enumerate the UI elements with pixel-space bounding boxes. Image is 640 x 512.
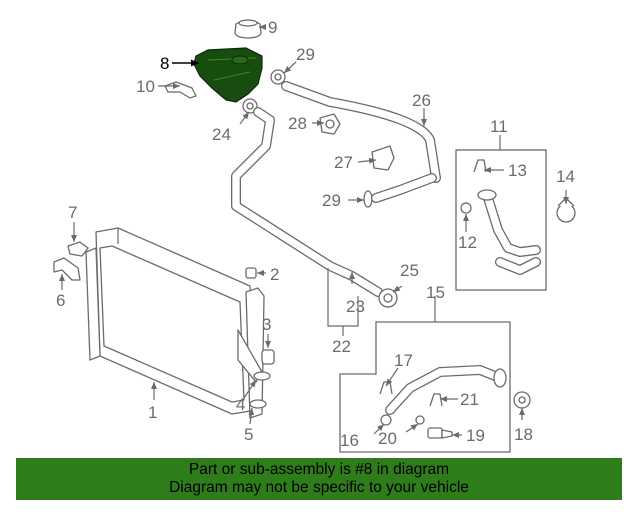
hose-long-lower bbox=[231, 107, 383, 297]
callout-17[interactable]: 17 bbox=[394, 351, 413, 370]
callout-24[interactable]: 24 bbox=[212, 125, 231, 144]
callout-5[interactable]: 5 bbox=[244, 425, 253, 444]
part-1-radiator[interactable] bbox=[85, 227, 265, 419]
part-24-clamp[interactable] bbox=[242, 98, 258, 114]
callout-1[interactable]: 1 bbox=[148, 403, 157, 422]
parts-diagram: 8 9 10 24 29 26 28 27 29 11 13 14 12 7 6… bbox=[53, 18, 576, 453]
callout-7[interactable]: 7 bbox=[68, 203, 77, 222]
group-box-11 bbox=[455, 149, 547, 291]
callout-6[interactable]: 6 bbox=[56, 291, 65, 310]
callout-16[interactable]: 16 bbox=[340, 431, 359, 450]
part-6-bracket[interactable] bbox=[53, 257, 81, 281]
callout-25[interactable]: 25 bbox=[400, 261, 419, 280]
callout-21[interactable]: 21 bbox=[460, 390, 479, 409]
callout-28[interactable]: 28 bbox=[288, 114, 307, 133]
callout-3[interactable]: 3 bbox=[262, 315, 271, 334]
part-20-oring[interactable] bbox=[415, 415, 425, 425]
callout-19[interactable]: 19 bbox=[466, 426, 485, 445]
callout-14[interactable]: 14 bbox=[556, 167, 575, 186]
part-5-washer[interactable] bbox=[249, 399, 267, 409]
part-29-clamp-top[interactable] bbox=[270, 69, 286, 85]
callout-26[interactable]: 26 bbox=[412, 91, 431, 110]
callout-15[interactable]: 15 bbox=[426, 283, 445, 302]
part-28-clamp[interactable] bbox=[319, 113, 341, 135]
part-12-oring[interactable] bbox=[460, 202, 472, 214]
callout-22[interactable]: 22 bbox=[332, 337, 351, 356]
part-13-clip[interactable] bbox=[473, 159, 487, 173]
callout-20[interactable]: 20 bbox=[378, 429, 397, 448]
part-4-washer[interactable] bbox=[253, 371, 271, 381]
banner-line-2: Diagram may not be specific to your vehi… bbox=[169, 479, 469, 496]
part-3-grommet[interactable] bbox=[261, 349, 275, 365]
callout-8[interactable]: 8 bbox=[160, 54, 169, 73]
part-21-clip[interactable] bbox=[429, 393, 443, 407]
part-26-hose[interactable] bbox=[281, 81, 441, 183]
part-27-bracket[interactable] bbox=[371, 145, 395, 171]
part-18-clamp[interactable] bbox=[513, 391, 531, 409]
part-29-clamp-mid[interactable] bbox=[363, 190, 373, 208]
callout-9[interactable]: 9 bbox=[268, 18, 277, 37]
part-19-sensor[interactable] bbox=[427, 427, 453, 439]
callout-29-top[interactable]: 29 bbox=[296, 45, 315, 64]
part-16-oring[interactable] bbox=[380, 414, 392, 426]
part-8-expansion-tank[interactable] bbox=[193, 47, 263, 103]
callout-13[interactable]: 13 bbox=[508, 161, 527, 180]
part-17-clip[interactable] bbox=[379, 381, 393, 395]
callout-29-mid[interactable]: 29 bbox=[322, 191, 341, 210]
group-box-15 bbox=[339, 321, 511, 453]
callout-27[interactable]: 27 bbox=[334, 153, 353, 172]
callout-12[interactable]: 12 bbox=[458, 233, 477, 252]
part-2-bolt[interactable] bbox=[245, 267, 257, 279]
banner-line-1: Part or sub-assembly is #8 in diagram bbox=[188, 461, 450, 478]
callout-23[interactable]: 23 bbox=[346, 297, 365, 316]
callout-11[interactable]: 11 bbox=[490, 117, 508, 136]
callout-18[interactable]: 18 bbox=[514, 425, 533, 444]
callout-4[interactable]: 4 bbox=[236, 395, 245, 414]
hose-short-mid bbox=[371, 173, 437, 203]
part-15-hose-assembly[interactable] bbox=[385, 365, 507, 415]
part-25-clamp[interactable] bbox=[378, 288, 398, 308]
part-7-bracket[interactable] bbox=[67, 241, 89, 257]
part-10-bracket[interactable] bbox=[164, 81, 197, 99]
part-9-cap[interactable] bbox=[234, 19, 262, 39]
callout-labels: 8 9 10 24 29 26 28 27 29 11 13 14 12 7 6… bbox=[56, 18, 575, 450]
callout-10[interactable]: 10 bbox=[136, 77, 155, 96]
callout-2[interactable]: 2 bbox=[270, 265, 279, 284]
part-11-hose-assembly[interactable] bbox=[477, 189, 541, 275]
info-banner: Part or sub-assembly is #8 in diagram Di… bbox=[16, 458, 622, 500]
leader-lines bbox=[59, 24, 569, 438]
